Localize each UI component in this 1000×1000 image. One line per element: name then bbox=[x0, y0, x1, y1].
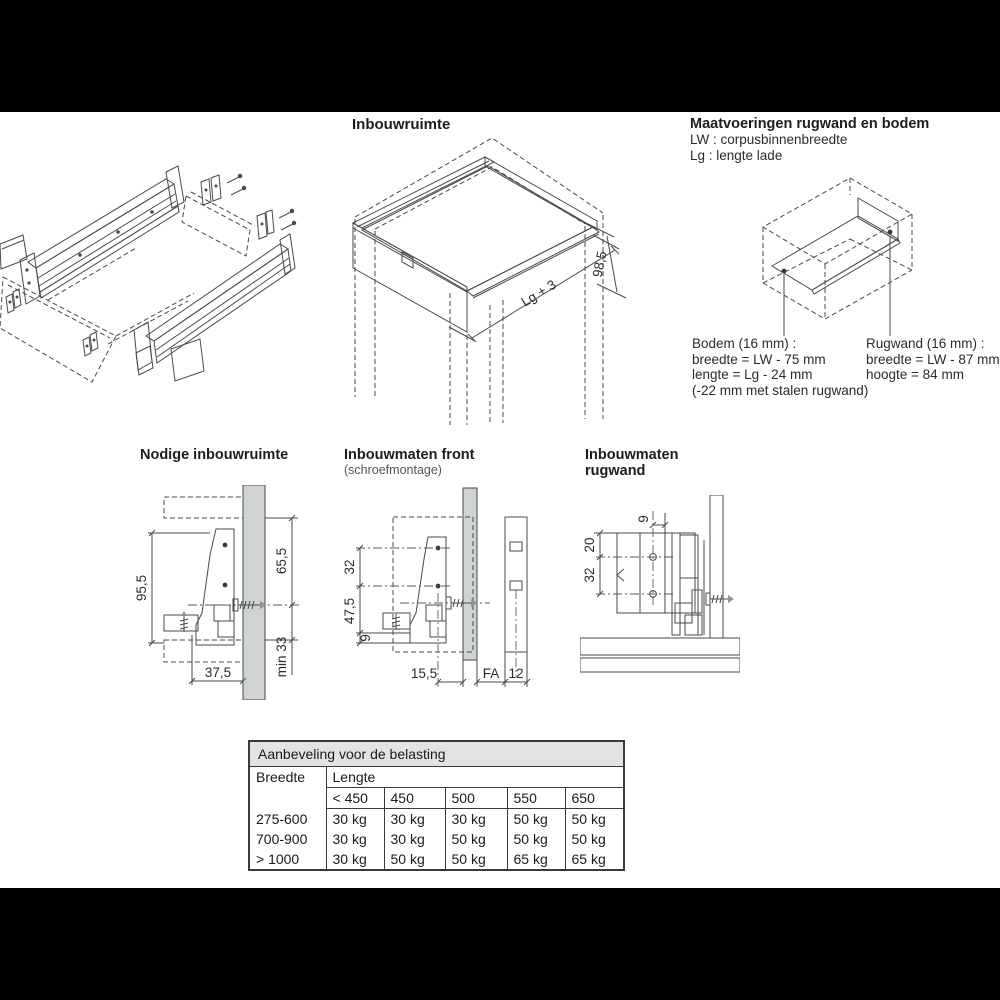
break-mark bbox=[616, 568, 625, 582]
label-sticker bbox=[170, 338, 205, 382]
subtitle-text: (schroefmontage) bbox=[344, 463, 442, 477]
load-cell: 50 kg bbox=[506, 829, 565, 849]
title-line2: rugwand bbox=[585, 463, 646, 479]
load-cell: 30 kg bbox=[383, 829, 445, 849]
exploded-drawer-assembly-diagram bbox=[0, 165, 297, 383]
title-line1: Inbouwmaten bbox=[585, 447, 679, 463]
front-panel bbox=[462, 487, 478, 661]
front-screw bbox=[445, 596, 478, 610]
bodem-spec-line: lengte = Lg - 24 mm bbox=[692, 367, 813, 382]
load-cell: 50 kg bbox=[564, 829, 625, 849]
dim-12: 12 bbox=[508, 666, 523, 681]
row-label: 700-900 bbox=[256, 831, 308, 847]
length-col-header: 450 bbox=[383, 787, 445, 809]
side-screw bbox=[705, 592, 734, 606]
dim-fa: FA bbox=[483, 666, 500, 681]
section-title-inbouwmaten-rugwand: Inbouwmaten rugwand bbox=[585, 447, 678, 479]
section-title-inbouwruimte: Inbouwruimte bbox=[352, 116, 451, 133]
load-recommendation-table: Aanbeveling voor de belasting Breedte Le… bbox=[248, 740, 626, 871]
drawer-bottom bbox=[163, 614, 199, 632]
drawer-profile-top bbox=[671, 532, 705, 636]
front-clamp-right bbox=[82, 331, 99, 357]
title-text: Inbouwmaten front bbox=[344, 447, 475, 463]
length-col-header: 500 bbox=[444, 787, 507, 809]
cabinet-side bbox=[709, 495, 724, 639]
right-drawer-rail bbox=[133, 233, 296, 382]
rugwand-bodem-diagram bbox=[762, 177, 913, 336]
length-col-header: 550 bbox=[506, 787, 565, 809]
bottom-screw bbox=[179, 611, 189, 632]
col-header-lengte: Lengte bbox=[325, 766, 625, 788]
dim-20: 20 bbox=[582, 537, 597, 552]
rugwand-spec-text: Rugwand (16 mm) : breedte = LW - 87 mm h… bbox=[866, 336, 1000, 383]
row-label: > 1000 bbox=[256, 851, 300, 867]
bottom-screw bbox=[391, 614, 401, 630]
left-drawer-rail bbox=[19, 165, 185, 305]
load-cell: 30 kg bbox=[325, 808, 384, 829]
col-header-breedte: Breedte bbox=[256, 769, 306, 785]
bodem-spec-line: (-22 mm met stalen rugwand) bbox=[692, 382, 869, 398]
dim-32: 32 bbox=[342, 559, 357, 574]
dim-9: 9 bbox=[358, 634, 373, 642]
front-latch bbox=[401, 251, 414, 269]
front-plate-face bbox=[504, 516, 528, 677]
drawer-isometric bbox=[351, 156, 600, 333]
inbouwruimte-diagram: Lg + 3 98,5 bbox=[351, 137, 627, 425]
front-screw bbox=[232, 598, 267, 612]
row-label: 275-600 bbox=[256, 810, 308, 827]
load-cell: 50 kg bbox=[506, 808, 565, 829]
dim-65-5: 65,5 bbox=[274, 548, 289, 574]
section-title-maatvoeringen: Maatvoeringen rugwand en bodem bbox=[690, 116, 930, 132]
dim-height-label: 98,5 bbox=[590, 250, 610, 279]
inbouwmaten-rugwand-diagram: 9 20 32 bbox=[580, 495, 740, 673]
drawer-profile bbox=[195, 528, 235, 646]
rugwand-spec-line: hoogte = 84 mm bbox=[866, 367, 964, 382]
rear-bracket-left bbox=[200, 173, 247, 206]
page-content: Inbouwruimte bbox=[0, 112, 1000, 888]
load-cell: 65 kg bbox=[564, 849, 625, 870]
legend-lw: LW : corpusbinnenbreedte bbox=[690, 132, 848, 147]
load-cell: 50 kg bbox=[444, 849, 507, 870]
maatvoeringen-header: Maatvoeringen rugwand en bodem LW : corp… bbox=[690, 116, 929, 164]
load-cell: 50 kg bbox=[383, 849, 445, 870]
dim-95-5: 95,5 bbox=[134, 575, 149, 601]
inbouwmaten-front-diagram: 32 47,5 9 15,5 FA 12 bbox=[342, 487, 531, 687]
rugwand-panel bbox=[857, 197, 899, 242]
bodem-spec-line: breedte = LW - 75 mm bbox=[692, 351, 826, 367]
rugwand-spec-title: Rugwand (16 mm) : bbox=[866, 336, 985, 351]
load-cell: 65 kg bbox=[506, 849, 565, 870]
bodem-spec-text: Bodem (16 mm) : breedte = LW - 75 mm len… bbox=[692, 336, 868, 398]
dim-9: 9 bbox=[636, 515, 651, 523]
table-title: Aanbeveling voor de belasting bbox=[249, 741, 625, 767]
nodige-inbouwruimte-diagram: 95,5 65,5 min 33 37,5 bbox=[134, 485, 302, 700]
load-cell: 30 kg bbox=[383, 808, 445, 829]
dim-min-33: min 33 bbox=[274, 637, 289, 678]
dim-37-5: 37,5 bbox=[205, 665, 231, 680]
rear-bracket-right bbox=[256, 208, 297, 240]
load-cell: 30 kg bbox=[325, 829, 384, 849]
table-row: 700-900 30 kg 30 kg 50 kg 50 kg 50 kg bbox=[249, 829, 625, 849]
section-title-nodige-inbouwruimte: Nodige inbouwruimte bbox=[140, 447, 289, 463]
dim-32: 32 bbox=[582, 567, 597, 582]
front-panel bbox=[242, 485, 266, 700]
dim-depth-label: Lg + 3 bbox=[519, 277, 559, 310]
dim-15-5: 15,5 bbox=[411, 666, 437, 681]
bodem-panel bbox=[771, 215, 901, 295]
drawer-profile bbox=[409, 536, 447, 644]
bodem-spec-title: Bodem (16 mm) : bbox=[692, 336, 797, 351]
table-row: 275-600 30 kg 30 kg 30 kg 50 kg 50 kg bbox=[249, 808, 625, 829]
load-cell: 50 kg bbox=[564, 808, 625, 829]
length-col-header: 650 bbox=[564, 787, 625, 809]
load-cell: 30 kg bbox=[444, 808, 507, 829]
rugwand-spec-line: breedte = LW - 87 mm bbox=[866, 351, 1000, 367]
legend-lg: Lg : lengte lade bbox=[690, 148, 783, 163]
load-cell: 30 kg bbox=[325, 849, 384, 870]
rugwand-edge bbox=[639, 532, 666, 614]
front-clamp-left bbox=[5, 288, 22, 314]
load-cell: 50 kg bbox=[444, 829, 507, 849]
table-row: > 1000 30 kg 50 kg 50 kg 65 kg 65 kg bbox=[249, 849, 625, 870]
dim-47-5: 47,5 bbox=[342, 598, 357, 624]
length-col-header: < 450 bbox=[325, 787, 384, 809]
section-title-inbouwmaten-front: Inbouwmaten front (schroefmontage) bbox=[344, 447, 475, 477]
